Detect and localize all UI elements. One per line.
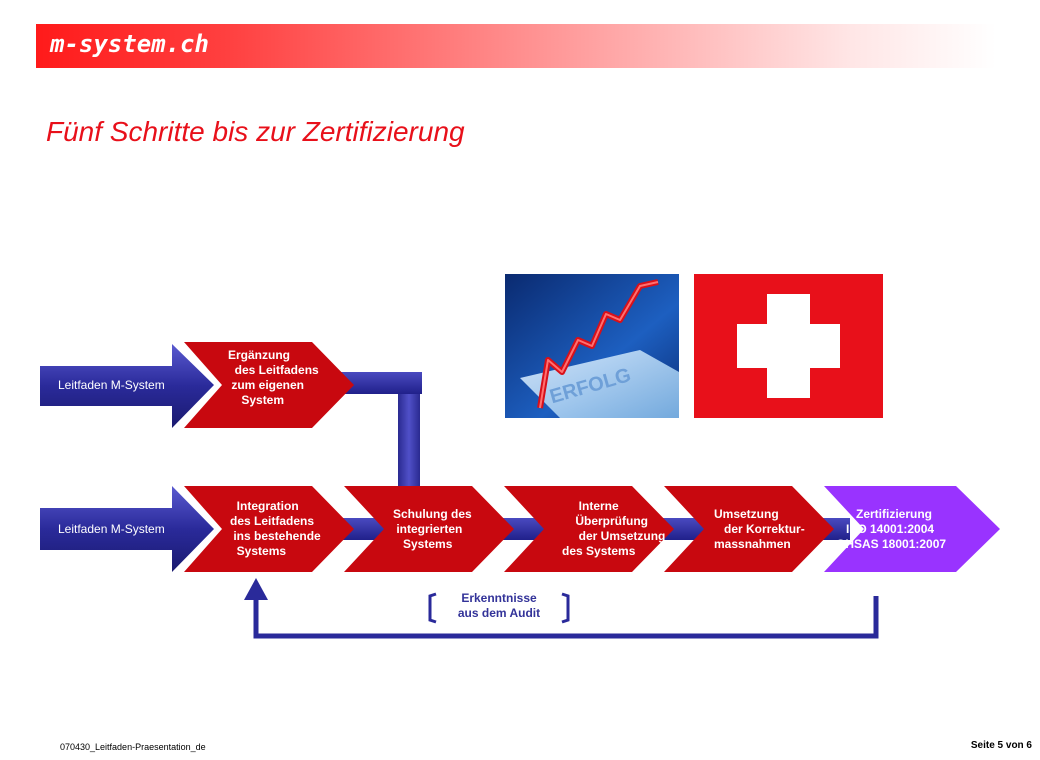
feedback-bracket-right bbox=[561, 592, 570, 624]
vertical-connector bbox=[398, 394, 420, 490]
feedback-loop-line bbox=[253, 596, 879, 639]
bottom-step-shape-4 bbox=[664, 486, 834, 572]
top-step-shape bbox=[184, 342, 354, 428]
bottom-step-shape-1 bbox=[184, 486, 354, 572]
bottom-step-shape-3 bbox=[504, 486, 674, 572]
feedback-arrowhead bbox=[244, 578, 268, 600]
top-connector-bar bbox=[330, 372, 422, 394]
bottom-input-arrow bbox=[40, 486, 214, 572]
step-label-korrektur: Umsetzung der Korrektur- massnahmen bbox=[714, 507, 805, 551]
feedback-label: Erkenntnisse aus dem Audit bbox=[457, 591, 541, 620]
brand-logo-text: m-system.ch bbox=[50, 30, 209, 58]
slide-title: Fünf Schritte bis zur Zertifizierung bbox=[46, 116, 465, 147]
step-label-integration: Integration des Leitfadens ins bestehend… bbox=[230, 499, 321, 558]
top-input-arrow bbox=[40, 344, 214, 428]
top-input-label: Leitfaden M-System bbox=[58, 378, 165, 392]
step-label-schulung: Schulung des integrierten Systems bbox=[393, 507, 472, 551]
feedback-bracket-left bbox=[428, 592, 437, 624]
bottom-step-shape-final bbox=[824, 486, 1000, 572]
header-banner bbox=[36, 24, 996, 68]
step-label-interne-pruefung: Interne Überprüfung der Umsetzung des Sy… bbox=[562, 499, 666, 558]
footer-page-number: Seite 5 von 6 bbox=[970, 740, 1032, 751]
bottom-input-label: Leitfaden M-System bbox=[58, 522, 165, 536]
step-label-zertifizierung: Zertifizierung ISO 14001:2004 OHSAS 1800… bbox=[836, 507, 947, 551]
bottom-step-shape-2 bbox=[344, 486, 514, 572]
success-chart-image: ERFOLG bbox=[505, 274, 679, 418]
swiss-flag-image bbox=[694, 274, 883, 418]
footer-filename: 070430_Leitfaden-Praesentation_de bbox=[60, 742, 206, 752]
top-step-label: Ergänzung des Leitfadens zum eigenen Sys… bbox=[228, 348, 319, 407]
